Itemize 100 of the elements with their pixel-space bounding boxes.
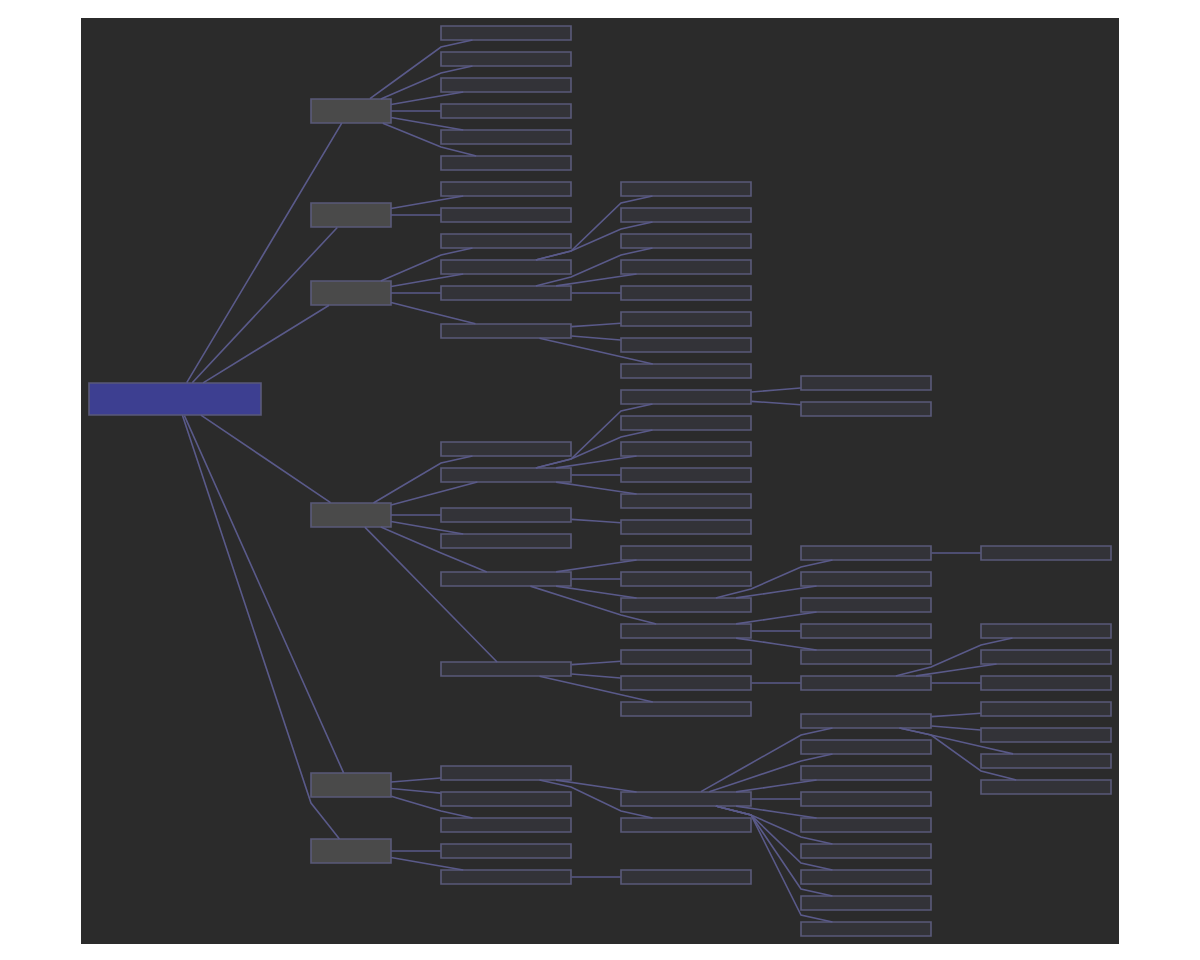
connector xyxy=(570,672,622,678)
connector xyxy=(930,551,982,553)
connector xyxy=(715,804,834,922)
node-box xyxy=(440,154,572,170)
connector xyxy=(372,454,474,503)
node-box xyxy=(800,374,932,390)
connector xyxy=(390,786,442,793)
node-box xyxy=(800,622,932,638)
connector xyxy=(735,804,818,818)
connector xyxy=(570,334,622,340)
node-box xyxy=(620,570,752,586)
connector xyxy=(570,473,622,475)
connector xyxy=(535,194,654,260)
node-box xyxy=(980,752,1112,768)
node-box xyxy=(620,336,752,352)
connector xyxy=(750,681,802,683)
node-box xyxy=(800,920,932,936)
node-box xyxy=(440,50,572,66)
connector xyxy=(185,121,343,383)
connector xyxy=(364,525,498,662)
connector xyxy=(183,413,345,773)
node-box xyxy=(980,622,1112,638)
node-box xyxy=(980,648,1112,664)
node-box xyxy=(440,232,572,248)
node-box xyxy=(980,674,1112,690)
connector xyxy=(735,636,818,650)
node-box xyxy=(310,771,392,797)
connector xyxy=(390,855,465,870)
node-box xyxy=(440,790,572,806)
node-box xyxy=(620,388,752,404)
connector xyxy=(390,776,442,782)
connector xyxy=(390,300,477,324)
connector xyxy=(202,303,330,383)
node-box xyxy=(620,310,752,326)
node-box xyxy=(620,492,752,508)
connector xyxy=(555,480,638,494)
node-box xyxy=(620,868,752,884)
connector xyxy=(200,413,332,503)
node-box xyxy=(440,24,572,40)
node-box xyxy=(800,674,932,690)
connector xyxy=(715,558,834,598)
node-box xyxy=(800,712,932,728)
node-box xyxy=(440,284,572,300)
node-box xyxy=(620,362,752,378)
connector xyxy=(191,225,339,383)
node-box xyxy=(440,258,572,274)
node-box xyxy=(980,700,1112,716)
node-box xyxy=(620,518,752,534)
connector xyxy=(930,711,982,717)
node-box xyxy=(440,506,572,522)
node-box xyxy=(440,842,572,858)
node-box xyxy=(440,102,572,118)
node-box xyxy=(800,570,932,586)
node-box xyxy=(310,201,392,227)
node-box xyxy=(620,414,752,430)
node-box xyxy=(800,894,932,910)
node-box xyxy=(620,466,752,482)
connector xyxy=(535,246,654,286)
node-box xyxy=(980,544,1112,560)
node-box xyxy=(440,816,572,832)
connector xyxy=(570,577,622,579)
node-box xyxy=(800,596,932,612)
node-box xyxy=(800,790,932,806)
node-box xyxy=(620,674,752,690)
node-box xyxy=(440,206,572,222)
connector xyxy=(382,121,477,156)
connector xyxy=(529,584,657,624)
node-box xyxy=(440,128,572,144)
connector xyxy=(555,584,638,598)
connector xyxy=(570,291,622,293)
node-box xyxy=(620,258,752,274)
node-box xyxy=(620,596,752,612)
connector xyxy=(750,797,802,799)
connector xyxy=(570,875,622,877)
node-box xyxy=(620,284,752,300)
connector xyxy=(390,291,442,293)
connector xyxy=(555,778,638,792)
node-box xyxy=(620,180,752,196)
node-box xyxy=(310,837,392,863)
connector xyxy=(390,849,442,851)
connector xyxy=(535,402,654,468)
connector xyxy=(700,726,834,792)
connector xyxy=(538,778,654,818)
connector xyxy=(555,454,638,468)
connector xyxy=(735,778,818,792)
connector xyxy=(390,513,442,515)
node-box xyxy=(980,778,1112,794)
node-box xyxy=(620,206,752,222)
connector xyxy=(390,213,442,215)
node-box xyxy=(88,381,262,415)
node-box xyxy=(440,570,572,586)
connector xyxy=(555,272,638,286)
connector xyxy=(570,659,622,665)
node-box xyxy=(800,816,932,832)
connector xyxy=(390,194,465,209)
connector xyxy=(750,629,802,631)
connector xyxy=(930,724,982,730)
connector xyxy=(390,109,442,111)
node-box xyxy=(620,816,752,832)
node-box xyxy=(800,842,932,858)
